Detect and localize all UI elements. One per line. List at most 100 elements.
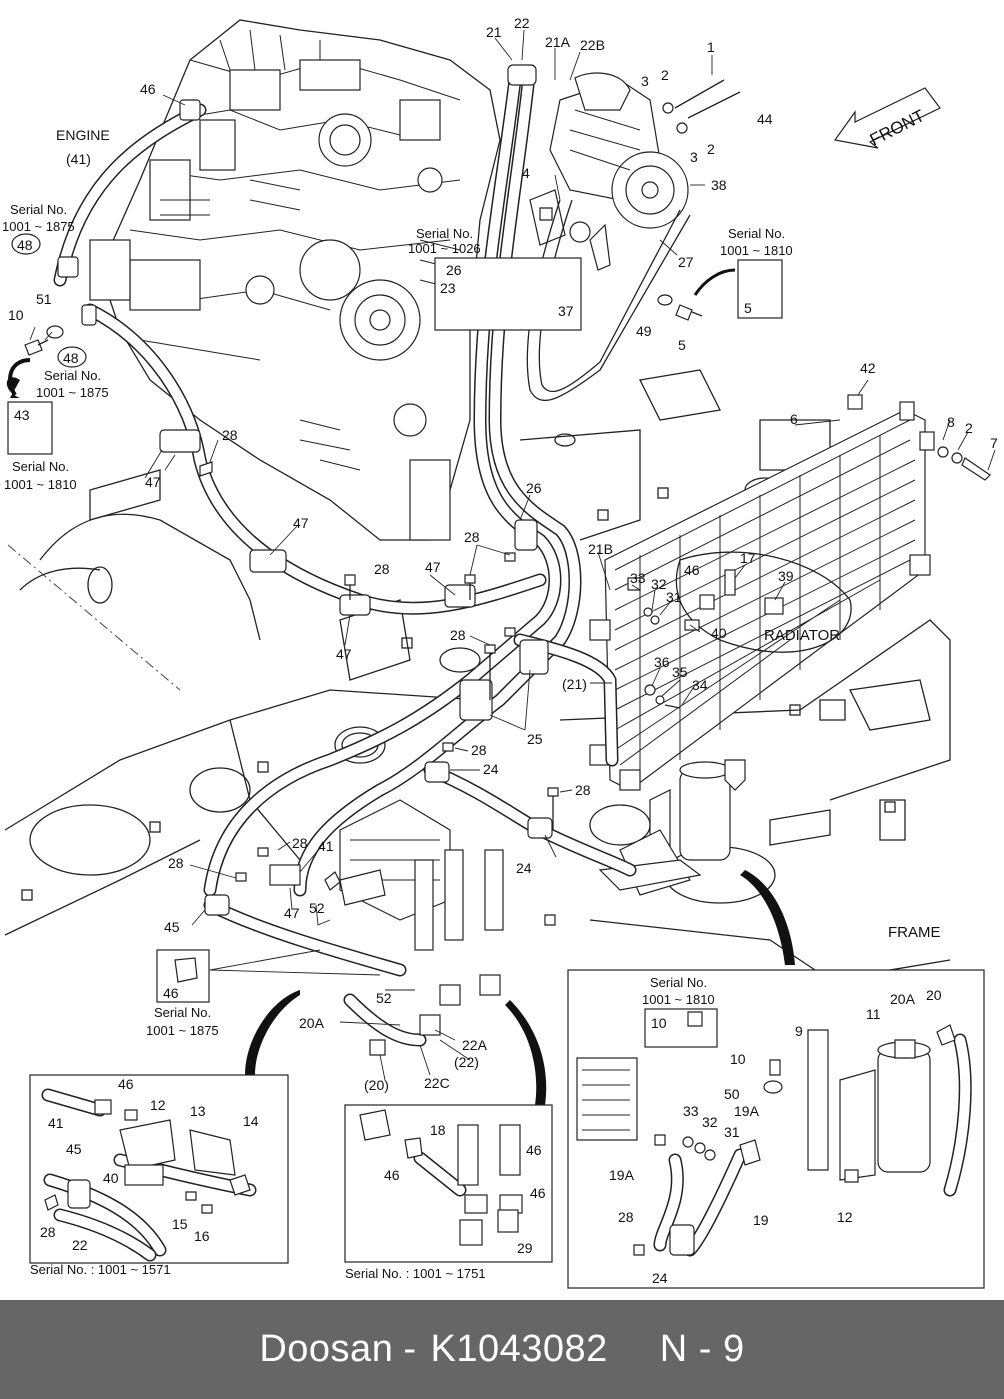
callout-46: 46 [140, 81, 156, 97]
callout-m-46c: 46 [530, 1185, 546, 1201]
callout-39: 39 [778, 568, 794, 584]
callout-23: 23 [440, 280, 456, 296]
callout-24b: 24 [516, 860, 532, 876]
callout-i-12: 12 [150, 1097, 166, 1113]
engine-label: ENGINE [56, 127, 110, 143]
callout-24a: 24 [483, 761, 499, 777]
callout-21A: 21A [545, 34, 571, 50]
serial-note-1875-mid: Serial No.1001 ~ 1875 [36, 368, 109, 400]
callout-28g: 28 [292, 835, 308, 851]
callout-i-16: 16 [194, 1228, 210, 1244]
inset-middle-caption: Serial No. : 1001 ~ 1751 [345, 1266, 486, 1281]
callout-r-11: 11 [866, 1006, 881, 1022]
callout-7: 7 [990, 435, 998, 451]
radiator-label: RADIATOR [764, 627, 840, 644]
callout-38: 38 [711, 177, 727, 193]
callout-37: 37 [558, 303, 574, 319]
serial-note-1810-right: Serial No.1001 ~ 1810 [720, 226, 793, 258]
callout-r-9: 9 [795, 1023, 803, 1039]
callout-28a: 28 [222, 427, 238, 443]
callout-21: 21 [486, 24, 502, 40]
callout-22: 22 [514, 15, 530, 31]
callout-47c: 47 [425, 559, 441, 575]
serial-note-1810-left: Serial No.1001 ~ 1810 [4, 459, 77, 492]
serial-box-48-mid: 48 [57, 346, 87, 368]
footer-part-number: K1043082 [430, 1328, 608, 1370]
callout-10: 10 [8, 307, 24, 323]
callout-r-24: 24 [652, 1270, 668, 1286]
leader-lines [29, 29, 996, 1081]
callout-4: 4 [522, 165, 530, 181]
callout-31a: 31 [666, 589, 682, 605]
callout-5: 5 [678, 337, 686, 353]
callout-28b: 28 [464, 529, 480, 545]
callout-r-12: 12 [837, 1209, 853, 1225]
callout-47a: 47 [145, 474, 161, 490]
callout-33a: 33 [630, 570, 646, 586]
serial-note-1875-bottom: Serial No.1001 ~ 1875 [146, 1005, 219, 1038]
frame-outline [4, 369, 951, 981]
engine-ref-label: (41) [66, 151, 91, 167]
callout-r-19A: 19A [734, 1103, 760, 1119]
footer-separator: - [403, 1328, 417, 1370]
callout-22-ref: (22) [454, 1054, 479, 1070]
callout-m-29: 29 [517, 1240, 533, 1256]
callout-43: 43 [14, 407, 30, 423]
serial-box-1026 [434, 257, 582, 331]
callout-20-ref: (20) [364, 1077, 389, 1093]
callout-49: 49 [636, 323, 652, 339]
callout-47b: 47 [293, 515, 309, 531]
callout-3: 3 [641, 73, 649, 89]
compressor-assembly [526, 72, 691, 401]
callout-m-46a: 46 [526, 1142, 542, 1158]
heater-unit [269, 799, 504, 1036]
inset-left [29, 1074, 289, 1264]
serial-note-1810-inset: Serial No.1001 ~ 1810 [642, 975, 715, 1007]
serial-note-1026: Serial No.1001 ~ 1026 [408, 226, 481, 256]
callout-22B: 22B [580, 37, 605, 53]
footer-bar: Doosan - K1043082 N - 9 [0, 1300, 1004, 1399]
callout-r-31: 31 [724, 1124, 740, 1140]
callout-46b: 46 [684, 562, 700, 578]
callout-28h: 28 [168, 855, 184, 871]
callout-8: 8 [947, 414, 955, 430]
hoses [53, 73, 637, 1047]
callout-m-18: 18 [430, 1122, 446, 1138]
callout-28e: 28 [471, 742, 487, 758]
callout-r-32: 32 [702, 1114, 718, 1130]
callout-6: 6 [790, 411, 798, 427]
callout-i-28: 28 [40, 1224, 56, 1240]
callout-52b: 52 [376, 990, 392, 1006]
callout-5b: 5 [744, 300, 752, 316]
callout-i-22: 22 [72, 1237, 88, 1253]
callout-47d: 47 [336, 646, 352, 662]
frame-label: FRAME [888, 924, 941, 941]
callout-i-15: 15 [172, 1216, 188, 1232]
callout-i-45: 45 [66, 1141, 82, 1157]
callout-32a: 32 [651, 576, 667, 592]
callout-21B: 21B [588, 541, 613, 557]
callout-47e: 47 [284, 905, 300, 921]
callout-r-20: 20 [926, 987, 942, 1003]
callout-42: 42 [860, 360, 876, 376]
callout-r-20A: 20A [890, 991, 916, 1007]
callout-labels: ENGINE (41) RADIATOR FRAME 46 21 22 21A … [2, 15, 998, 1286]
footer-page: N - 9 [659, 1328, 745, 1370]
callout-i-13: 13 [190, 1103, 206, 1119]
engine [89, 19, 501, 541]
callout-22C: 22C [424, 1075, 450, 1091]
detail-arrows [6, 268, 795, 1105]
callout-r-10b: 10 [730, 1051, 746, 1067]
callout-3b: 3 [690, 149, 698, 165]
callout-i-14: 14 [243, 1113, 259, 1129]
callout-2b: 2 [707, 141, 715, 157]
callout-52a: 52 [309, 900, 325, 916]
callout-2: 2 [661, 67, 669, 83]
callout-17: 17 [740, 550, 756, 566]
callout-r-33: 33 [683, 1103, 699, 1119]
callout-25: 25 [527, 731, 543, 747]
callout-44: 44 [757, 111, 773, 127]
serial-box-46 [156, 949, 210, 1003]
callout-26: 26 [446, 262, 462, 278]
inset-middle [344, 1104, 553, 1263]
